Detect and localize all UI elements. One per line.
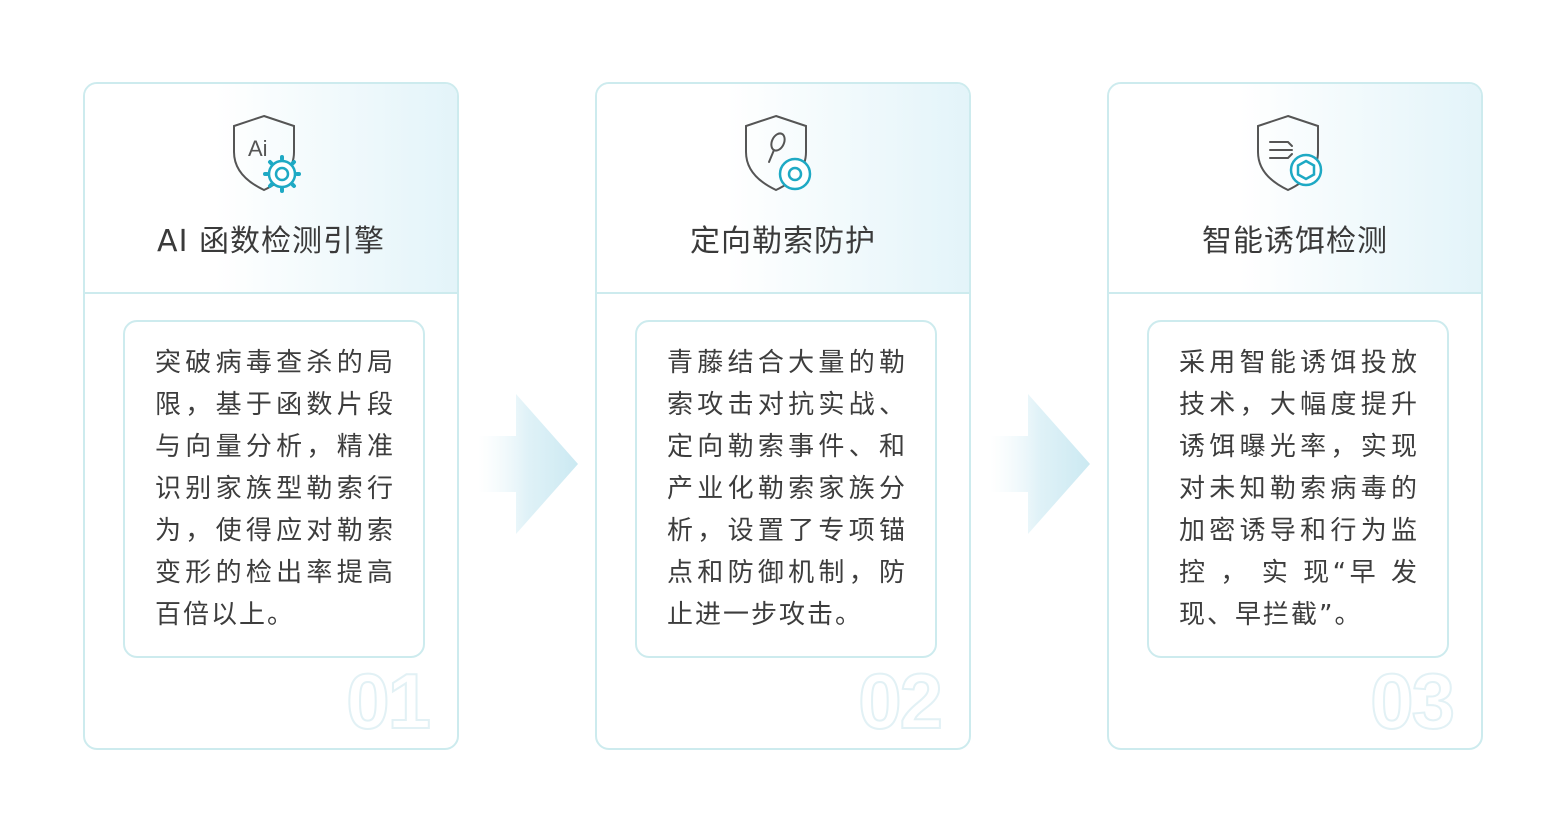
card-description-box: 青藤结合大量的勒索攻击对抗实战、定向勒索事件、和产业化勒索家族分析，设置了专项锚… bbox=[635, 320, 937, 658]
feature-card-smart-bait: 智能诱饵检测 采用智能诱饵投放技术，大幅度提升诱饵曝光率，实现对未知勒索病毒的加… bbox=[1107, 82, 1483, 750]
shield-circuit-hexagon-icon bbox=[1257, 114, 1323, 192]
card-header: Ai AI 函数检测引擎 bbox=[85, 84, 457, 294]
card-number: 02 bbox=[857, 657, 944, 745]
ai-shield-gear-icon: Ai bbox=[233, 114, 301, 193]
card-description: 采用智能诱饵投放技术，大幅度提升诱饵曝光率，实现对未知勒索病毒的加密诱导和行为监… bbox=[1179, 348, 1419, 630]
shield-probe-target-icon bbox=[745, 114, 812, 192]
feature-card-targeted-ransomware: 定向勒索防护 青藤结合大量的勒索攻击对抗实战、定向勒索事件、和产业化勒索家族分析… bbox=[595, 82, 971, 750]
card-description: 青藤结合大量的勒索攻击对抗实战、定向勒索事件、和产业化勒索家族分析，设置了专项锚… bbox=[667, 348, 907, 630]
card-title: 定向勒索防护 bbox=[690, 224, 876, 259]
card-description-box: 采用智能诱饵投放技术，大幅度提升诱饵曝光率，实现对未知勒索病毒的加密诱导和行为监… bbox=[1147, 320, 1449, 658]
card-number: 01 bbox=[345, 657, 432, 745]
card-header: 定向勒索防护 bbox=[597, 84, 969, 294]
card-title: AI 函数检测引擎 bbox=[157, 224, 385, 259]
card-description-box: 突破病毒查杀的局限，基于函数片段与向量分析，精准识别家族型勒索行为，使得应对勒索… bbox=[123, 320, 425, 658]
svg-text:Ai: Ai bbox=[248, 136, 268, 161]
arrow-right-icon bbox=[990, 394, 1090, 534]
arrow-right-icon bbox=[478, 394, 578, 534]
card-header: 智能诱饵检测 bbox=[1109, 84, 1481, 294]
card-description: 突破病毒查杀的局限，基于函数片段与向量分析，精准识别家族型勒索行为，使得应对勒索… bbox=[155, 348, 395, 630]
card-title: 智能诱饵检测 bbox=[1202, 224, 1388, 259]
card-number: 03 bbox=[1369, 657, 1456, 745]
feature-card-ai-engine: Ai AI 函数检测引擎 bbox=[83, 82, 459, 750]
